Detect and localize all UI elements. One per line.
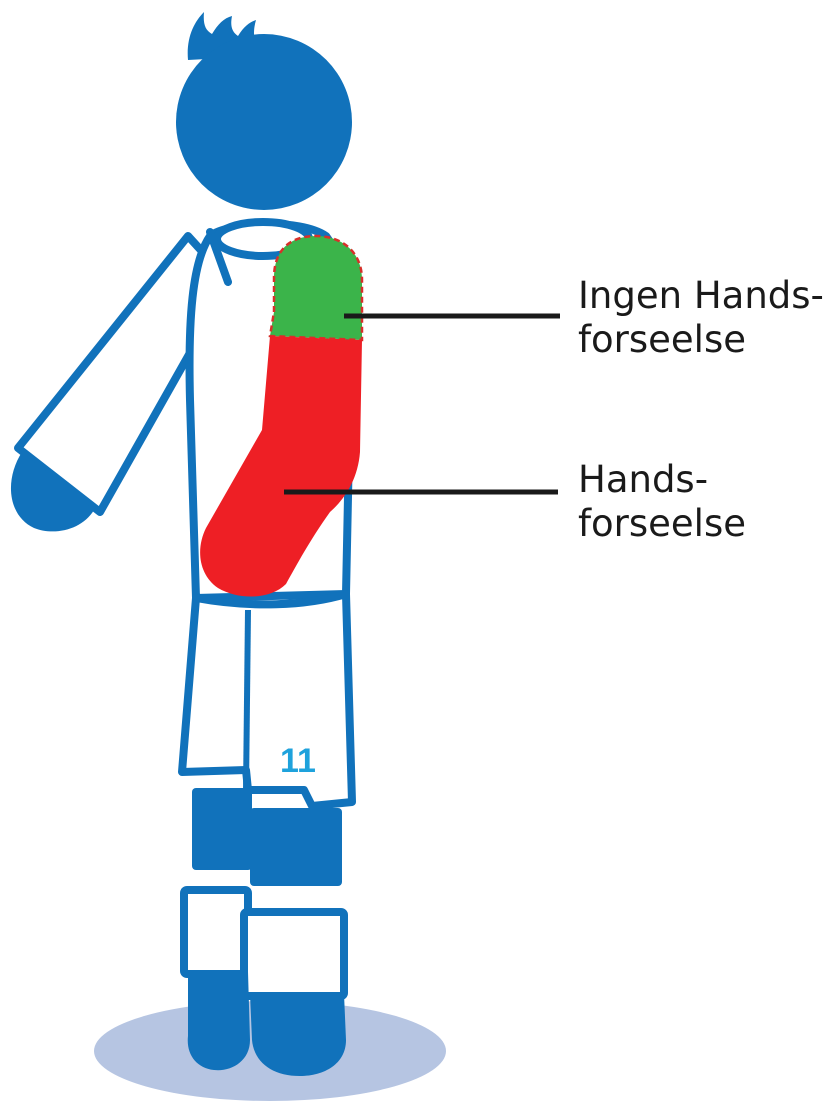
handball-label: Hands- forseelse: [578, 458, 746, 546]
no-handball-label: Ingen Hands- forseelse: [578, 274, 824, 362]
shorts: [182, 594, 352, 806]
handball-label-line1: Hands-: [578, 458, 746, 502]
no-handball-zone: [270, 236, 362, 340]
head: [176, 34, 352, 210]
handball-label-line2: forseelse: [578, 502, 746, 546]
no-handball-label-line1: Ingen Hands-: [578, 274, 824, 318]
shirt-number: 11: [280, 742, 316, 780]
no-handball-label-line2: forseelse: [578, 318, 824, 362]
